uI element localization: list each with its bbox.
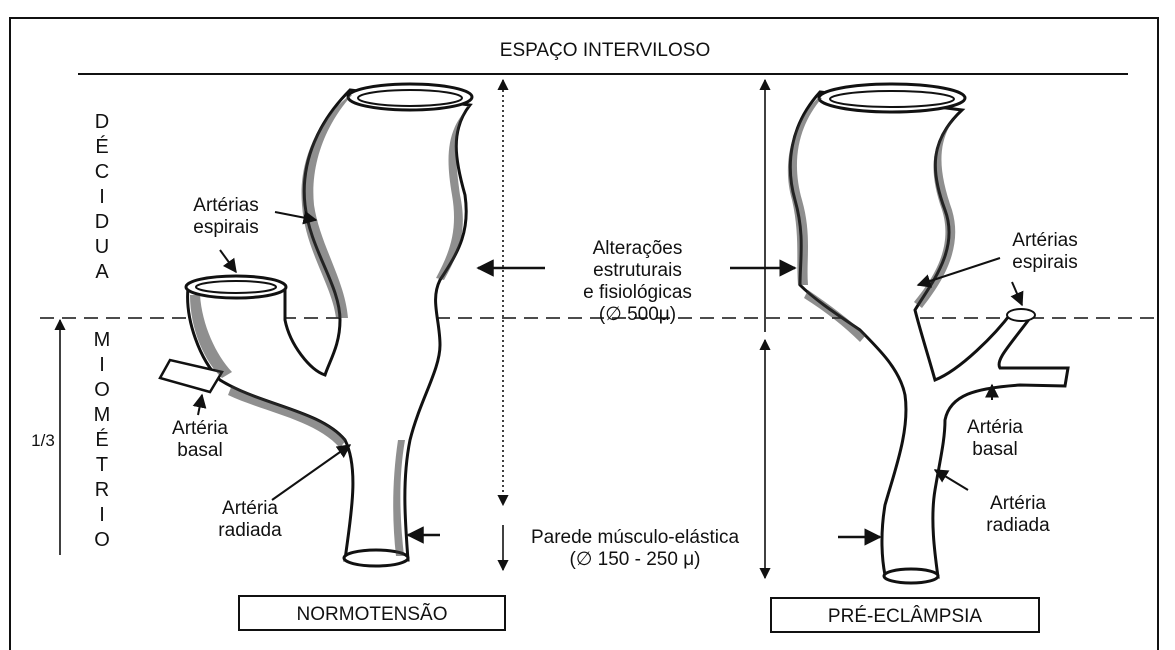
miometrio-letter: O bbox=[90, 380, 114, 405]
muscle-wall-label: Parede músculo-elástica (∅ 150 - 250 μ) bbox=[505, 527, 765, 571]
miometrio-letter: M bbox=[90, 330, 114, 355]
miometrio-vertical-label: M I O M É T R I O bbox=[90, 330, 114, 555]
miometrio-letter: I bbox=[90, 505, 114, 530]
decidua-vertical-label: D É C I D U A bbox=[90, 112, 114, 287]
miometrio-letter: R bbox=[90, 480, 114, 505]
structural-changes-label: Alterações estruturais e fisiológicas (∅… bbox=[550, 238, 725, 326]
right-spiral-arteries-label: Artérias espirais bbox=[990, 230, 1100, 274]
left-basal-arrow bbox=[198, 395, 202, 415]
miometrio-letter: M bbox=[90, 405, 114, 430]
preeclampsia-caption: PRÉ-ECLÂMPSIA bbox=[770, 597, 1040, 633]
right-radial-artery-label: Artéria radiada bbox=[968, 493, 1068, 537]
decidua-letter: D bbox=[90, 112, 114, 137]
normotension-caption: NORMOTENSÃO bbox=[238, 595, 506, 631]
one-third-label: 1/3 bbox=[28, 430, 58, 452]
decidua-letter: U bbox=[90, 237, 114, 262]
left-radial-artery-label: Artéria radiada bbox=[205, 498, 295, 542]
decidua-letter: I bbox=[90, 187, 114, 212]
decidua-letter: A bbox=[90, 262, 114, 287]
decidua-letter: É bbox=[90, 137, 114, 162]
intervillous-space-title: ESPAÇO INTERVILOSO bbox=[480, 40, 730, 62]
miometrio-letter: I bbox=[90, 355, 114, 380]
left-radial-arrow bbox=[272, 445, 350, 500]
decidua-letter: D bbox=[90, 212, 114, 237]
right-radial-arrow bbox=[935, 470, 968, 490]
left-basal-artery-label: Artéria basal bbox=[155, 418, 245, 462]
left-small-spiral-arrow bbox=[220, 250, 236, 272]
right-small-spiral-arrow bbox=[1012, 282, 1022, 305]
left-spiral-arteries-label: Artérias espirais bbox=[176, 195, 276, 239]
decidua-letter: C bbox=[90, 162, 114, 187]
miometrio-letter: T bbox=[90, 455, 114, 480]
right-basal-artery-label: Artéria basal bbox=[950, 417, 1040, 461]
miometrio-letter: O bbox=[90, 530, 114, 555]
miometrio-letter: É bbox=[90, 430, 114, 455]
